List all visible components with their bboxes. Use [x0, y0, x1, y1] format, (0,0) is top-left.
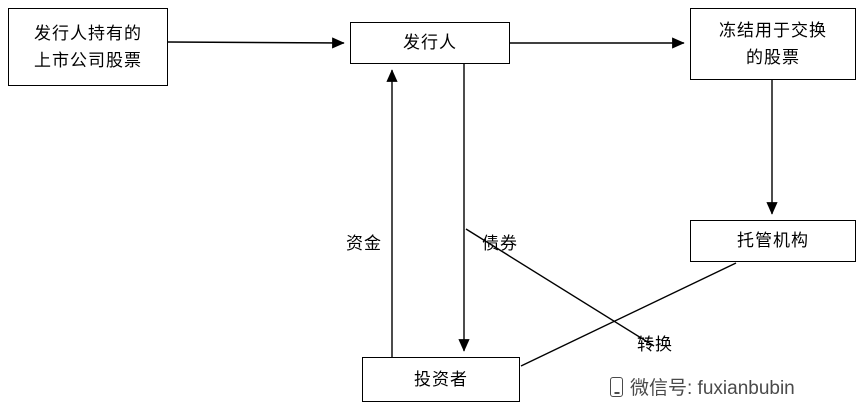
box-frozen-shares: 冻结用于交换 的股票 — [690, 8, 856, 80]
line-bonds-conversion — [465, 228, 655, 347]
box-investor: 投资者 — [362, 357, 520, 402]
box-custodian-label: 托管机构 — [737, 231, 809, 251]
edge-label-bonds: 债券 — [482, 234, 518, 253]
edge-label-conversion: 转换 — [637, 335, 673, 354]
watermark-text: 微信号: fuxianbubin — [630, 378, 795, 399]
box-issuer-label: 发行人 — [403, 33, 457, 53]
box-issuer: 发行人 — [350, 22, 510, 64]
box-frozen-shares-line2: 的股票 — [746, 48, 800, 67]
box-issuer-shares-line1: 发行人持有的 — [34, 23, 142, 43]
arrow-shares-to-issuer — [167, 37, 345, 49]
box-investor-label: 投资者 — [414, 369, 468, 389]
box-issuer-shares-line2: 上市公司股票 — [34, 51, 142, 70]
line-investor-custodian — [520, 262, 737, 367]
box-custodian: 托管机构 — [690, 220, 856, 262]
edge-label-funds: 资金 — [346, 234, 382, 253]
box-issuer-shares: 发行人持有的 上市公司股票 — [8, 8, 168, 86]
box-frozen-shares-line1: 冻结用于交换 — [719, 20, 827, 40]
watermark: 微信号: fuxianbubin — [610, 373, 795, 400]
phone-icon — [610, 376, 623, 397]
